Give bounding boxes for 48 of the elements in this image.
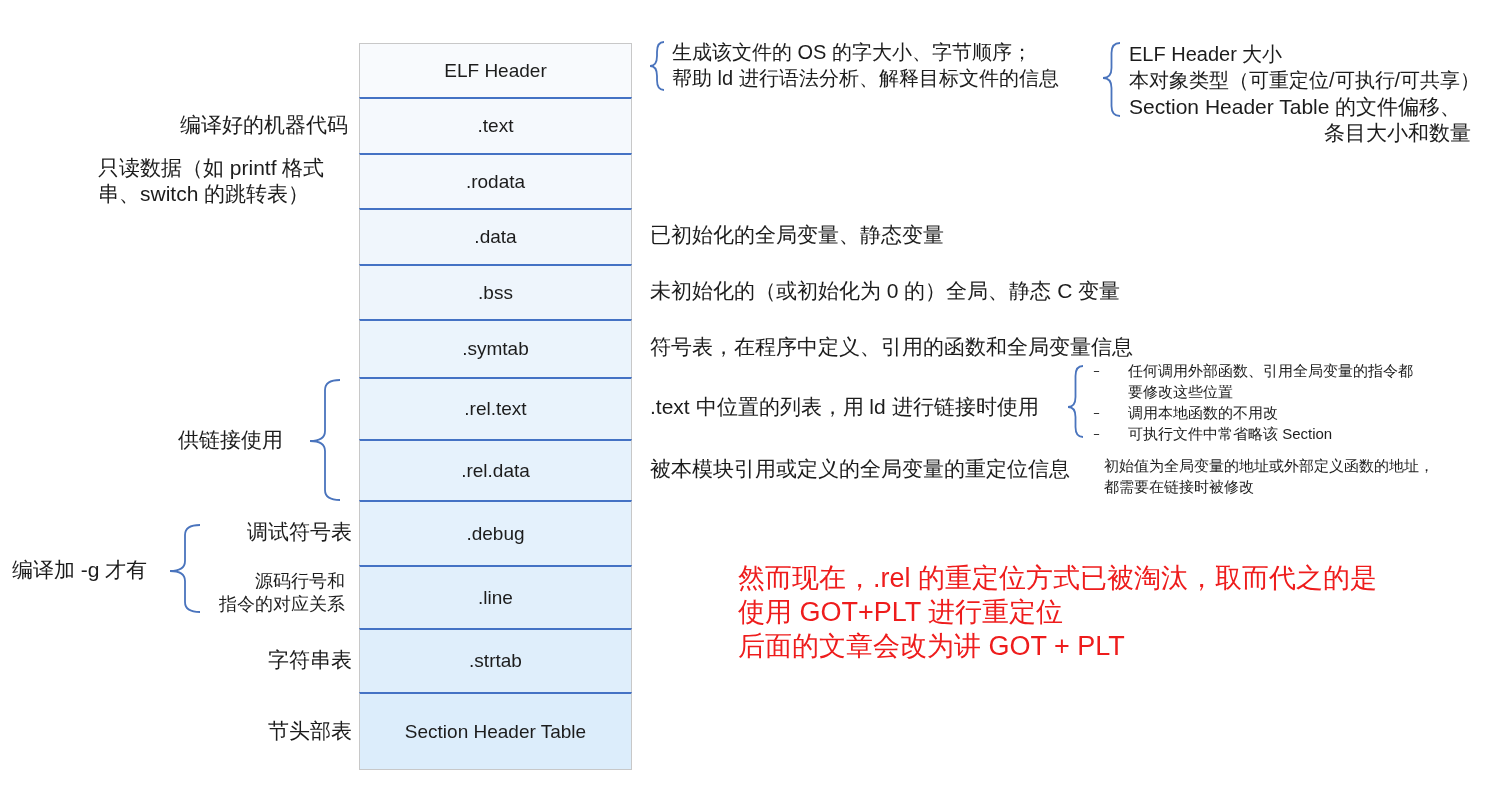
section-row <box>359 208 632 264</box>
section-name: .debug <box>466 522 525 545</box>
annotation-text: 帮助 ld 进行语法分析、解释目标文件的信息 <box>672 66 1060 91</box>
section-row <box>359 264 632 319</box>
annotation-text: 调试符号表 <box>246 519 352 545</box>
annotation-text: 本对象类型（可重定位/可执行/可共享） <box>1129 68 1482 93</box>
section-name: .text <box>477 115 514 137</box>
section-name: .bss <box>478 281 513 304</box>
section-name: Section Header Table <box>404 720 587 743</box>
annotation-text: 编译加 -g 才有 <box>12 557 149 583</box>
annotation-text: 调用本地函数的不用改 <box>1128 403 1279 423</box>
annotation-text: 初始值为全局变量的地址或外部定义函数的地址，都需要在链接时被修改 <box>1104 456 1435 497</box>
section-name: .rel.text <box>464 398 527 420</box>
note-text: 然而现在，.rel 的重定位方式已被淘汰，取而代之的是使用 GOT+PLT 进行重定位 <box>738 562 1378 629</box>
annotation-text: 任何调用外部函数、引用全局变量的指令都要修改这些位置 <box>1128 361 1414 402</box>
section-row <box>359 628 632 692</box>
annotation-text: 符号表，在程序中定义、引用的函数和全局变量信息 <box>650 334 1134 360</box>
annotation-text: 已初始化的全局变量、静态变量 <box>650 222 945 248</box>
section-name: .rodata <box>465 170 526 193</box>
section-name: .line <box>478 586 513 609</box>
note-text: 后面的文章会改为讲 GOT + PLT <box>738 630 1126 663</box>
annotation-text: .text 中位置的列表，用 ld 进行链接时使用 <box>650 394 1040 420</box>
annotation-text: 生成该文件的 OS 的字大小、字节顺序； <box>672 40 1033 65</box>
annotation-text: 被本模块引用或定义的全局变量的重定位信息 <box>650 456 1071 482</box>
section-name: .strtab <box>469 650 522 672</box>
section-row <box>359 565 632 628</box>
section-row <box>359 153 632 208</box>
section-row <box>359 377 632 439</box>
annotation-text: 供链接使用 <box>178 427 284 453</box>
section-row <box>359 43 632 97</box>
annotation-text: 可执行文件中常省略该 Section <box>1128 424 1334 444</box>
annotation-text: 源码行号和指令的对应关系 <box>218 570 345 616</box>
annotation-text: 只读数据（如 printf 格式串、switch 的跳转表） <box>98 155 326 207</box>
section-row <box>359 500 632 565</box>
section-row <box>359 97 632 153</box>
section-name: .rel.data <box>461 459 530 482</box>
annotation-text: 字符串表 <box>267 647 352 673</box>
annotation-text: 编译好的机器代码 <box>179 112 348 138</box>
annotation-text: Section Header Table 的文件偏移、条目大小和数量 <box>1129 94 1471 146</box>
section-row <box>359 439 632 500</box>
section-name: .symtab <box>462 338 529 360</box>
annotation-text: 节头部表 <box>267 718 352 744</box>
annotation-text: 未初始化的（或初始化为 0 的）全局、静态 C 变量 <box>650 278 1122 304</box>
section-name: ELF Header <box>444 59 547 82</box>
section-name: .data <box>474 226 517 248</box>
annotation-text: ELF Header 大小 <box>1129 42 1284 67</box>
section-row <box>359 692 632 770</box>
section-row <box>359 319 632 377</box>
